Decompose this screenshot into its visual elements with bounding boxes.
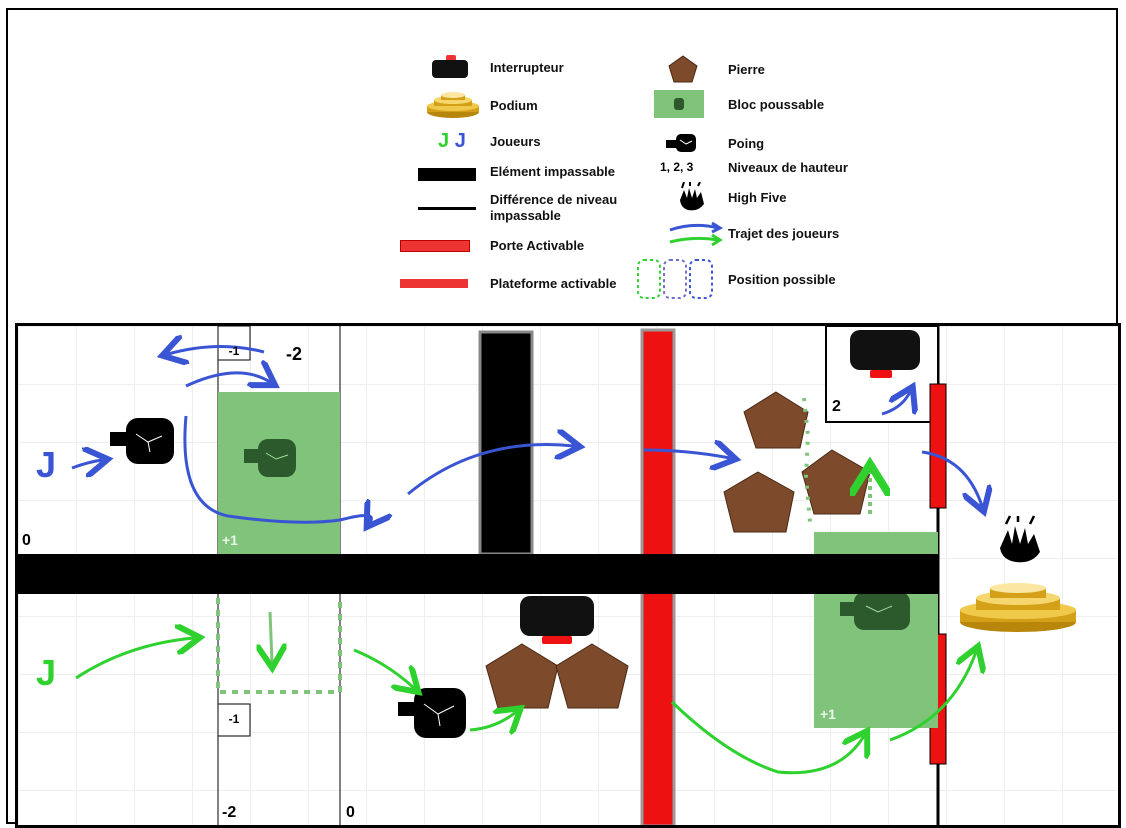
podium-icon-map (960, 583, 1076, 632)
legend-label-door: Porte Activable (490, 238, 585, 253)
green-path-4 (469, 712, 516, 730)
level-zero-bottom: 0 (346, 804, 355, 821)
stone-5 (555, 643, 629, 709)
green-path-1 (75, 638, 194, 680)
player-blue: J (36, 444, 57, 485)
pushable-block-icon (654, 90, 704, 118)
legend-label-switch: Interrupteur (490, 60, 564, 75)
green-path-3 (353, 648, 414, 688)
green-path-5 (670, 700, 864, 775)
player-green: J (36, 652, 57, 693)
impassable-band-over-block (814, 554, 938, 594)
blue-path-6 (643, 450, 730, 458)
activable-door-icon (400, 240, 470, 252)
level-plus-one-top-block: +1 (222, 532, 238, 548)
player-path-icon (669, 221, 724, 247)
legend-label-podium: Podium (490, 98, 538, 113)
green-path-2 (270, 611, 272, 662)
legend-label-high-five: High Five (728, 190, 787, 205)
possible-position-stones (802, 397, 812, 523)
legend-label-level-difference: Différence de niveau impassable (490, 192, 618, 223)
fist-icon (666, 134, 696, 152)
activable-platform-icon (400, 279, 468, 288)
switch-icon (432, 55, 468, 78)
stone-1 (743, 391, 809, 449)
level-map: J J 0 -1 -2 +1 2 -1 -2 0 +1 (15, 323, 1121, 828)
switch-icon-bottom (520, 596, 594, 644)
stone-3 (801, 449, 871, 515)
level-two-switch-box: 2 (832, 398, 841, 415)
blue-path-1 (71, 460, 102, 468)
legend-label-players: Joueurs (490, 134, 541, 149)
impassable-band (18, 554, 938, 594)
level-difference-line-icon (418, 207, 476, 210)
legend-label-pushable-block: Bloc poussable (728, 97, 825, 112)
legend-label-height-levels: Niveaux de hauteur (728, 160, 848, 175)
stone-2 (723, 471, 795, 533)
level-minus-one-bottom: -1 (228, 712, 240, 726)
impassable-element-icon (418, 168, 476, 181)
legend-label-fist: Poing (728, 136, 765, 151)
legend-label-platform: Plateforme activable (490, 276, 617, 291)
map-canvas (18, 326, 1076, 825)
fist-icon-top (110, 418, 174, 464)
level-plus-one-bottom-block: +1 (820, 706, 836, 722)
impassable-wall-top (478, 330, 534, 556)
activable-platform-top (929, 383, 947, 509)
legend-label-stone: Pierre (728, 62, 765, 77)
level-minus-one-top: -1 (228, 344, 240, 358)
minus-one-box-top (217, 326, 251, 361)
fist-icon-in-block-bottom (840, 592, 910, 630)
blue-path-8 (921, 450, 982, 506)
blue-path-3 (185, 373, 270, 386)
possible-position-icon (637, 259, 713, 299)
fist-icon-in-block (244, 439, 296, 477)
level-zero-top-left: 0 (22, 532, 31, 549)
level-minus-two-top: -2 (286, 344, 303, 364)
level-minus-two-bottom: -2 (222, 804, 237, 821)
blue-path-5 (407, 445, 574, 496)
legend-label-impassable: Elément impassable (490, 164, 615, 179)
stone-4 (485, 643, 559, 709)
players-icon: J J (438, 130, 466, 152)
green-path-6 (889, 652, 976, 742)
blue-path-2 (168, 346, 265, 354)
switch-icon-top (850, 330, 920, 378)
legend-label-possible-position: Position possible (728, 272, 836, 287)
legend-label-player-path: Trajet des joueurs (728, 226, 840, 241)
minus-one-box-bottom (217, 703, 251, 737)
possible-position-bottom (216, 598, 342, 694)
stone-icon (668, 55, 698, 83)
height-levels-icon: 1, 2, 3 (660, 160, 694, 174)
blue-path-7 (881, 392, 910, 416)
high-five-icon-map (1000, 515, 1040, 563)
blue-path-4 (183, 415, 371, 522)
podium-icon (427, 92, 479, 118)
fist-icon-bottom (398, 688, 466, 738)
high-five-icon (680, 182, 704, 211)
